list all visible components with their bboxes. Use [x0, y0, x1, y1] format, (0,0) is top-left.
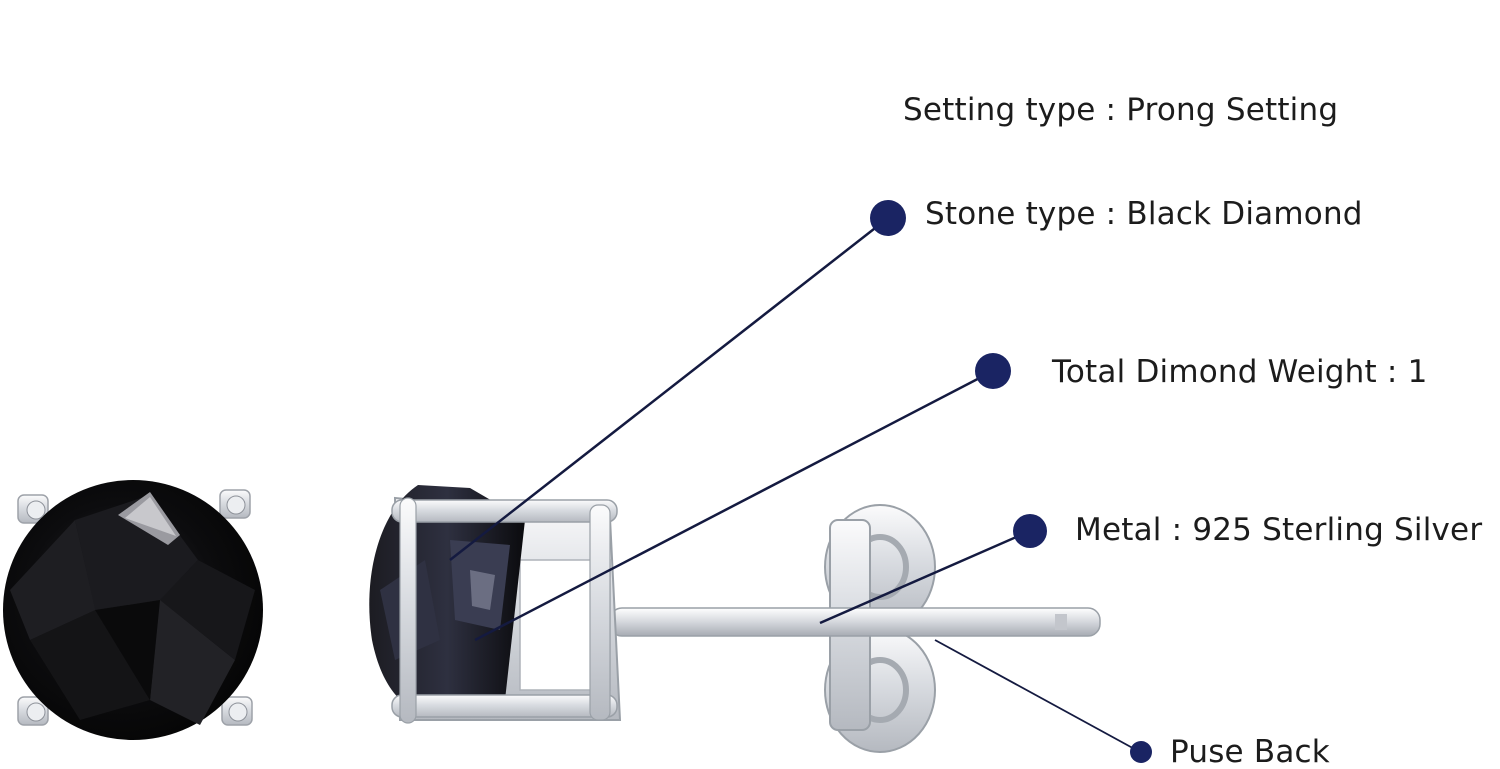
metal-dot: [1013, 514, 1047, 548]
stone-type-label: Stone type : Black Diamond: [925, 196, 1363, 232]
back-label: Puse Back: [1170, 734, 1330, 769]
leader-lines: [449, 217, 1141, 753]
weight-leader: [474, 369, 994, 642]
side-view-stud: [369, 485, 1101, 753]
back-dot: [1130, 741, 1152, 763]
weight-dot: [975, 353, 1011, 389]
setting-type-label: Setting type : Prong Setting: [903, 92, 1339, 128]
total-weight-label: Total Dimond Weight : 1: [1052, 354, 1428, 390]
front-view-stud: [3, 480, 263, 740]
metal-label: Metal : 925 Sterling Silver: [1075, 512, 1483, 548]
metal-leader: [819, 529, 1031, 625]
callout-dots: [870, 200, 1152, 763]
stone-type-dot: [870, 200, 906, 236]
back-leader: [934, 639, 1141, 753]
stone-type-leader: [449, 217, 889, 561]
